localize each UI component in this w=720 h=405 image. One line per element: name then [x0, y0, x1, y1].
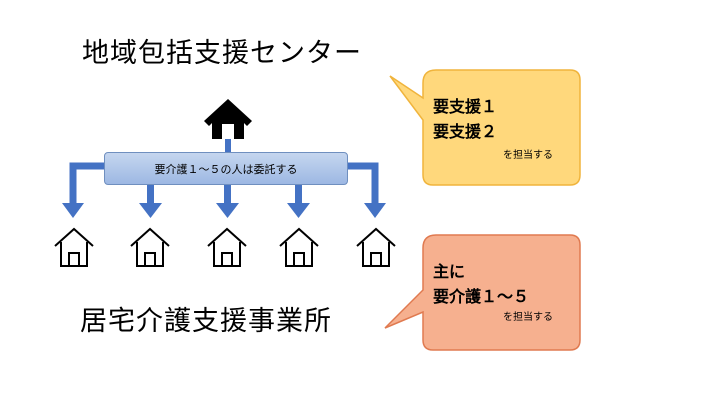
house-outline-icon [279, 227, 319, 267]
house-outline-icon [54, 227, 94, 267]
callout-bottom-line2: 要介護１～５ [433, 287, 530, 306]
callout-bottom-line1: 主に [433, 262, 466, 281]
bottom-title: 居宅介護支援事業所 [80, 306, 332, 337]
house-outline-icon [356, 227, 396, 267]
callout-top-shape [389, 69, 581, 186]
top-title: 地域包括支援センター [82, 38, 362, 69]
arrow-down-icon [348, 162, 386, 218]
house-solid-icon [204, 99, 252, 139]
callout-bottom-note: を担当する [503, 312, 553, 323]
callout-top-line2: 要支援２ [433, 122, 498, 141]
arrow-down-icon [139, 185, 162, 218]
house-outline-icon [130, 227, 170, 267]
callout-top-line1: 要支援１ [433, 97, 498, 116]
delegation-banner: 要介護１～５の人は委託する [104, 152, 348, 185]
arrow-down-icon [216, 185, 239, 218]
callout-bottom-shape [384, 234, 581, 351]
callout-top-note: を担当する [503, 150, 553, 161]
house-outline-icon [207, 227, 247, 267]
arrow-down-icon [62, 162, 104, 218]
arrow-down-icon [287, 185, 310, 218]
